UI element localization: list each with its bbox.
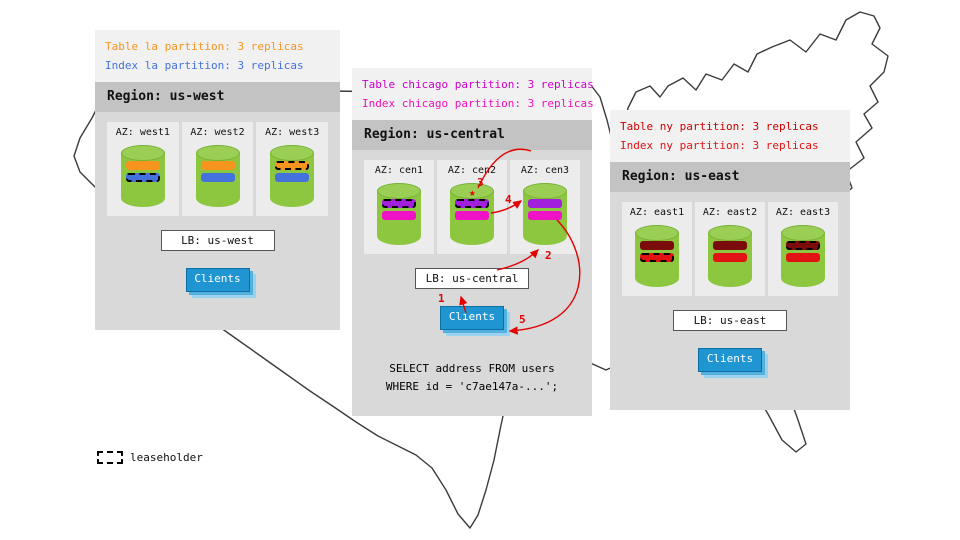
database-cylinder <box>120 145 165 207</box>
cylinder-top <box>195 145 240 161</box>
callout-us-west: Table la partition: 3 replicas Index la … <box>95 30 340 84</box>
az-label: AZ: cen1 <box>374 165 424 176</box>
partition-bar-chicago <box>528 199 562 208</box>
cylinder-top <box>120 145 165 161</box>
callout-line-table-ny: Table ny partition: 3 replicas <box>620 120 819 133</box>
partition-bar-chicago-leaseholder <box>455 199 489 208</box>
az-column-west3: AZ: west3 <box>256 122 329 216</box>
partition-bar-table-ny <box>713 241 747 250</box>
partition-bar-index-chicago <box>528 211 562 220</box>
partition-bar-table-la-leaseholder <box>275 161 310 170</box>
az-label: AZ: west2 <box>190 127 245 138</box>
flow-step-2: 2 <box>545 249 552 262</box>
callout-line-index-ny: Index ny partition: 3 replicas <box>620 138 819 152</box>
region-panel-us-west: Region: us-west AZ: west1 AZ: west2 <box>95 82 340 330</box>
sql-query-line2: WHERE id = 'c7ae147a-...'; <box>385 380 559 394</box>
flow-step-5: 5 <box>519 313 526 326</box>
callout-line-index-la: Index la partition: 3 replicas <box>105 58 304 72</box>
partition-bar-index-ny-leaseholder <box>640 253 674 262</box>
az-row-east: AZ: east1 AZ: east2 AZ: east3 <box>622 202 838 296</box>
az-column-west2: AZ: west2 <box>181 122 254 216</box>
partition-bar-table-ny <box>640 241 674 250</box>
az-label: AZ: west1 <box>115 127 170 138</box>
partition-bar-index-la <box>200 173 235 182</box>
flow-step-3: 3 <box>477 176 484 189</box>
cylinder-top <box>450 183 494 199</box>
partition-bar-table-la <box>125 161 160 170</box>
partition-bar-table-ny-leaseholder <box>786 241 820 250</box>
callout-line-table-la: Table la partition: 3 replicas <box>105 40 304 53</box>
database-cylinder <box>635 225 679 287</box>
az-column-east2: AZ: east2 <box>695 202 765 296</box>
region-panel-us-east: Region: us-east AZ: east1 AZ: east2 <box>610 162 850 410</box>
az-label: AZ: west3 <box>265 127 320 138</box>
az-column-cen2: AZ: cen2 <box>437 160 507 254</box>
partition-bar-index-ny <box>713 253 747 262</box>
az-column-west1: AZ: west1 <box>107 122 179 216</box>
az-label: AZ: east3 <box>775 207 831 218</box>
az-column-east3: AZ: east3 <box>768 202 838 296</box>
az-label: AZ: east2 <box>702 207 758 218</box>
partition-bar-index-chicago <box>455 211 489 220</box>
clients-box-us-central: Clients <box>440 306 504 330</box>
callout-line-table-chicago: Table chicago partition: 3 replicas <box>362 78 594 91</box>
lb-box-us-central: LB: us-central <box>415 268 529 289</box>
cylinder-top <box>635 225 679 241</box>
clients-box-us-east: Clients <box>698 348 762 372</box>
az-label: AZ: cen3 <box>520 165 570 176</box>
az-column-cen1: AZ: cen1 <box>364 160 434 254</box>
az-row-central: AZ: cen1 AZ: cen2 AZ: cen3 <box>364 160 580 254</box>
cylinder-top <box>377 183 421 199</box>
flow-step-1: 1 <box>438 292 445 305</box>
az-column-cen3: AZ: cen3 <box>510 160 580 254</box>
leaseholder-legend: leaseholder <box>97 451 203 464</box>
az-column-east1: AZ: east1 <box>622 202 692 296</box>
callout-us-central: Table chicago partition: 3 replicas Inde… <box>352 68 594 122</box>
callout-us-east: Table ny partition: 3 replicas Index ny … <box>610 110 850 164</box>
partition-bar-index-chicago <box>382 211 416 220</box>
sql-query-line1: SELECT address FROM users <box>389 362 555 375</box>
region-title-us-west: Region: us-west <box>95 82 340 112</box>
leaseholder-legend-label: leaseholder <box>130 451 203 464</box>
az-label: AZ: east1 <box>629 207 685 218</box>
flow-step-4: 4 <box>505 193 512 206</box>
az-label: AZ: cen2 <box>447 165 497 176</box>
az-row-west: AZ: west1 AZ: west2 AZ: west3 <box>107 122 329 216</box>
partition-bar-index-ny <box>786 253 820 262</box>
leaseholder-swatch-icon <box>97 451 123 464</box>
lb-box-us-east: LB: us-east <box>673 310 787 331</box>
sql-query: SELECT address FROM users WHERE id = 'c7… <box>352 360 592 396</box>
cylinder-top <box>708 225 752 241</box>
partition-bar-index-la-leaseholder <box>125 173 160 182</box>
cylinder-top <box>270 145 315 161</box>
callout-line-index-chicago: Index chicago partition: 3 replicas <box>362 96 594 110</box>
database-cylinder <box>450 183 494 245</box>
database-cylinder <box>195 145 240 207</box>
partition-bar-table-la <box>200 161 235 170</box>
partition-bar-index-la <box>275 173 310 182</box>
database-cylinder <box>708 225 752 287</box>
cylinder-top <box>523 183 567 199</box>
clients-box-us-west: Clients <box>185 268 250 292</box>
database-cylinder <box>523 183 567 245</box>
region-title-us-east: Region: us-east <box>610 162 850 192</box>
database-cylinder <box>270 145 315 207</box>
lb-box-us-west: LB: us-west <box>160 230 275 251</box>
cylinder-top <box>781 225 825 241</box>
database-cylinder <box>781 225 825 287</box>
partition-bar-chicago-leaseholder <box>382 199 416 208</box>
database-cylinder <box>377 183 421 245</box>
region-panel-us-central: Region: us-central AZ: cen1 AZ: cen2 <box>352 120 592 416</box>
region-title-us-central: Region: us-central <box>352 120 592 150</box>
